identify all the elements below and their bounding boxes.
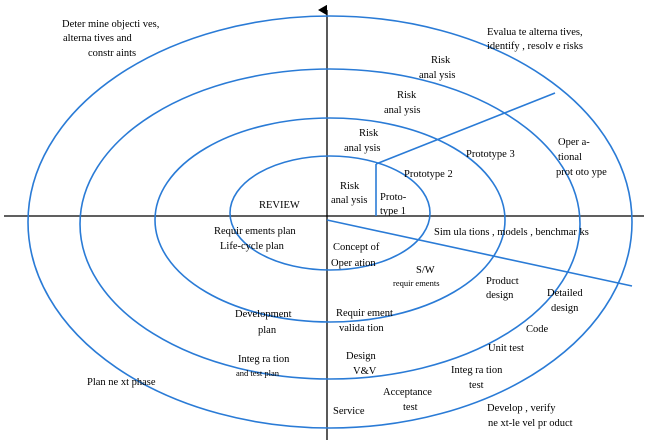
design-vv-label: Design V&V — [346, 351, 378, 377]
review-label: REVIEW — [259, 200, 300, 211]
spiral-loop-2 — [154, 117, 506, 323]
detailed-design-label: Detailed design — [547, 288, 585, 314]
sw-requirements-label: S/W requir ements — [393, 265, 440, 288]
prototype-divider-diagonal — [375, 92, 556, 165]
risk-analysis-inner-label: Risk anal ysis — [331, 181, 367, 206]
evaluate-alternatives-label: Evalua te alterna tives, identify , reso… — [487, 27, 585, 52]
simulation-divider-line — [326, 219, 633, 287]
simulations-label: Sim ula tions , models , benchmar ks — [434, 227, 589, 238]
integration-test-label: Integ ra tion test — [451, 365, 505, 391]
risk-analysis-second-label: Risk anal ysis — [344, 128, 381, 154]
code-label: Code — [526, 324, 549, 335]
prototype-2-label: Prototype 2 — [404, 169, 453, 180]
requirement-validation-label: Requir ement valida tion — [336, 308, 395, 334]
development-plan-label: Development plan — [235, 309, 294, 336]
operational-prototype-label: Oper a- tional prot oto ype — [556, 137, 607, 178]
requirements-plan-label: Requir ements plan Life-cycle plan — [214, 226, 298, 252]
prototype-1-label: Proto- type 1 — [380, 192, 409, 217]
risk-analysis-third-label: Risk anal ysis — [384, 90, 420, 116]
product-design-label: Product design — [486, 276, 521, 301]
integration-test-plan-label: Integ ra tion and test plan — [236, 354, 292, 378]
spiral-loop-4 — [27, 15, 633, 429]
service-label: Service — [333, 406, 365, 417]
plan-next-phase-label: Plan ne xt phase — [87, 377, 156, 388]
spiral-loop-1 — [229, 155, 431, 271]
acceptance-test-label: Acceptance test — [383, 387, 435, 413]
spiral-loop-3 — [79, 68, 581, 380]
risk-analysis-outer-label: Risk anal ysis — [419, 55, 455, 81]
develop-verify-label: Develop , verify ne xt-le vel pr oduct — [487, 403, 573, 429]
concept-of-operation-label: Concept of Oper ation — [331, 242, 382, 269]
unit-test-label: Unit test — [488, 343, 524, 354]
prototype-3-label: Prototype 3 — [466, 149, 515, 160]
determine-objectives-label: Deter mine objecti ves, alterna tives an… — [62, 19, 162, 59]
